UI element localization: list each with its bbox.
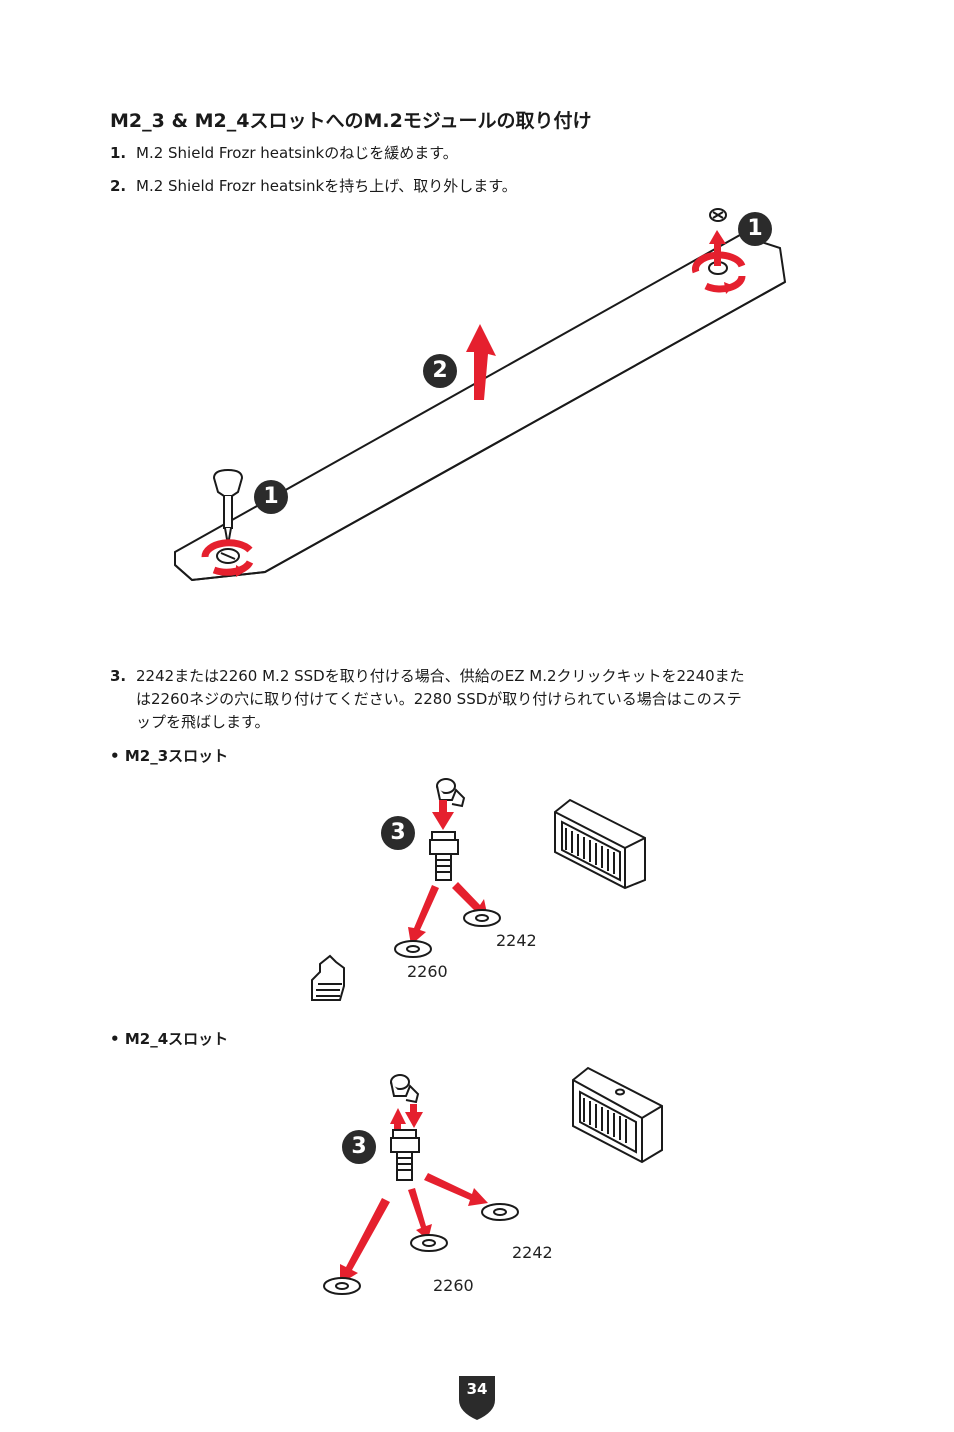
step-number: 1. [110,144,127,162]
callout-number: 1 [747,216,763,241]
step-text-line: は2260ネジの穴に取り付けてください。2280 SSDが取り付けられている場合… [136,690,742,708]
standoff-icon [390,1074,420,1104]
callout-number: 3 [390,820,406,845]
size-label-2260: 2260 [433,1276,474,1295]
step-text-line: ップを飛ばします。 [136,713,270,731]
m2-connector-icon [554,798,646,890]
screw-icon-bottom [216,548,240,564]
rotate-arrowhead-icon [236,565,246,577]
section-label: M2_3スロット [124,747,229,765]
section-label-m2-4: • M2_4スロット [110,1028,228,1049]
callout-number: 1 [263,484,279,509]
size-label-2242: 2242 [512,1243,553,1262]
page-number: 34 [466,1380,488,1398]
size-label-2242: 2242 [496,931,537,950]
step-text: 2242または2260 M.2 SSDを取り付ける場合、供給のEZ M.2クリッ… [136,665,866,734]
section-heading: M2_3 & M2_4スロットへのM.2モジュールの取り付け [110,110,592,132]
size-label-2260: 2260 [407,962,448,981]
callout-number: 2 [432,358,448,383]
bullet: • [110,747,120,765]
bullet: • [110,1030,120,1048]
screwdriver-icon [212,468,244,546]
heatsink-plate [174,233,787,582]
callout-badge [254,212,772,514]
lift-arrow-icon [466,324,496,400]
standoff-icon [436,778,466,808]
step-text: M.2 Shield Frozr heatsinkを持ち上げ、取り外します。 [136,177,517,195]
rotate-arrow-icon-top [691,251,746,293]
move-arrow-icon [340,1173,488,1284]
step-text-line: 2242または2260 M.2 SSDを取り付ける場合、供給のEZ M.2クリッ… [136,667,745,685]
move-arrow-icon [408,882,488,945]
rotate-arrow-icon-bottom [201,539,254,576]
section-label-m2-3: • M2_3スロット [110,745,228,766]
lift-arrow-icon-small [709,230,726,266]
m2-connector-icon [572,1066,663,1164]
screw-icon [390,1129,420,1181]
step-1: 1. M.2 Shield Frozr heatsinkのねじを緩めます。 [110,142,458,163]
step-number: 2. [110,177,127,195]
callout-number: 3 [351,1134,367,1159]
section-label: M2_4スロット [124,1030,229,1048]
clip-icon [311,954,345,1001]
step-number: 3. [110,667,127,685]
down-arrow-icon [432,800,454,830]
step-2: 2. M.2 Shield Frozr heatsinkを持ち上げ、取り外します。 [110,175,517,196]
screw-hole-icon [394,909,501,958]
screw-icon [429,831,459,881]
screw-hole-icon [323,1203,519,1295]
screw-icon-top [708,208,728,275]
step-text: M.2 Shield Frozr heatsinkのねじを緩めます。 [136,144,458,162]
up-down-arrow-icon [390,1104,423,1132]
